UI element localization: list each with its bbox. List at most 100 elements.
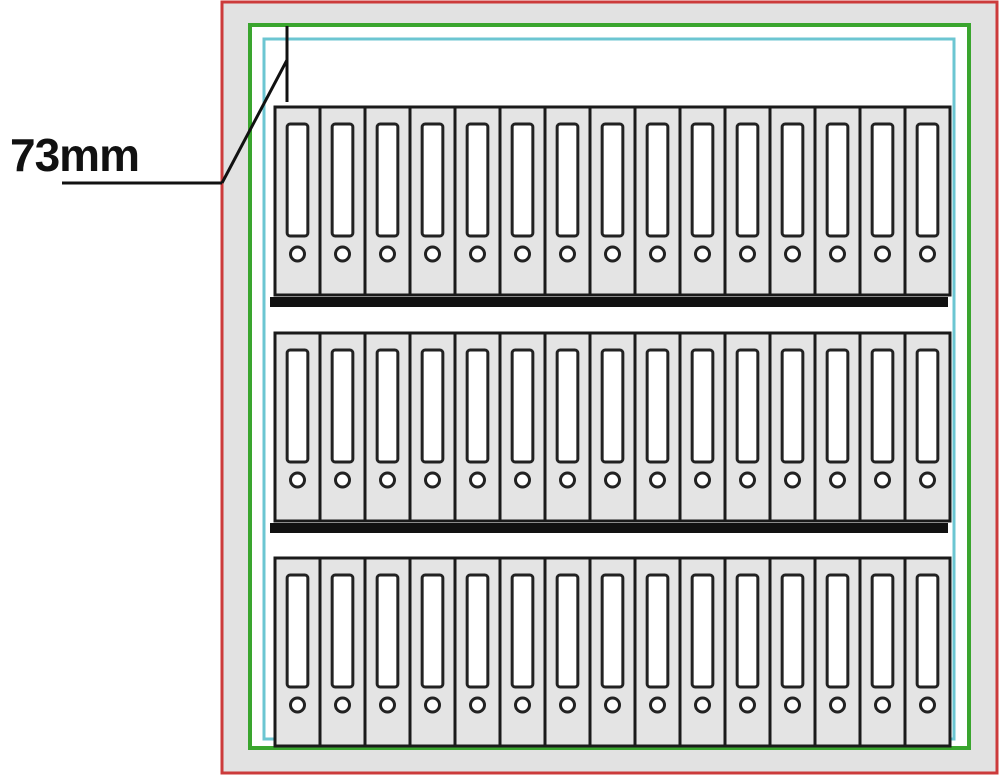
binder-label-slot: [780, 573, 805, 689]
binder-finger-hole: [379, 245, 396, 263]
binder-label-slot: [645, 122, 670, 238]
dimension-leader: [62, 26, 289, 185]
shelf: [270, 297, 948, 307]
binder-finger-hole: [784, 696, 801, 714]
binder: [498, 331, 547, 523]
binder-finger-hole: [784, 471, 801, 489]
binder: [903, 556, 952, 748]
binder-label-slot: [555, 348, 580, 464]
binder-label-slot: [825, 122, 850, 238]
binder-label-slot: [870, 348, 895, 464]
binder: [768, 556, 817, 748]
binder-finger-hole: [739, 696, 756, 714]
binder: [408, 556, 457, 748]
binder: [903, 331, 952, 523]
binder-label-slot: [600, 348, 625, 464]
binder-finger-hole: [379, 696, 396, 714]
binder-label-slot: [645, 348, 670, 464]
binder-finger-hole: [874, 245, 891, 263]
binder: [858, 556, 907, 748]
binder-label-slot: [825, 573, 850, 689]
binder-finger-hole: [334, 696, 351, 714]
dimension-label: 73mm: [10, 129, 140, 181]
binder-finger-hole: [739, 245, 756, 263]
binder-label-slot: [870, 122, 895, 238]
binder-label-slot: [915, 573, 940, 689]
binder-finger-hole: [604, 245, 621, 263]
binder-finger-hole: [649, 471, 666, 489]
binder-label-slot: [600, 122, 625, 238]
binder-finger-hole: [424, 471, 441, 489]
binder-finger-hole: [739, 471, 756, 489]
binder: [723, 105, 772, 297]
binder: [498, 105, 547, 297]
dimension-leader-diagonal: [220, 59, 289, 184]
binder-finger-hole: [289, 245, 306, 263]
binder-label-slot: [375, 122, 400, 238]
binder-label-slot: [555, 573, 580, 689]
binder: [858, 331, 907, 523]
binder: [678, 105, 727, 297]
binder-finger-hole: [289, 471, 306, 489]
binder: [768, 331, 817, 523]
binder: [453, 105, 502, 297]
binder-label-slot: [285, 573, 310, 689]
binder-label-slot: [690, 122, 715, 238]
binder-finger-hole: [514, 696, 531, 714]
binder: [633, 556, 682, 748]
binder: [273, 331, 322, 523]
binder-label-slot: [330, 122, 355, 238]
binder-finger-hole: [829, 471, 846, 489]
binder: [588, 556, 637, 748]
binder-finger-hole: [469, 245, 486, 263]
binder: [453, 331, 502, 523]
binder: [273, 105, 322, 297]
binder: [903, 105, 952, 297]
binder: [363, 105, 412, 297]
binder-label-slot: [780, 122, 805, 238]
binder: [678, 331, 727, 523]
binder: [588, 331, 637, 523]
binder-finger-hole: [694, 245, 711, 263]
binder-finger-hole: [604, 696, 621, 714]
binder-finger-hole: [649, 245, 666, 263]
binder-finger-hole: [694, 696, 711, 714]
binder-label-slot: [825, 348, 850, 464]
binder: [723, 556, 772, 748]
binder-label-slot: [690, 348, 715, 464]
binder-label-slot: [285, 348, 310, 464]
binder-label-slot: [555, 122, 580, 238]
binder-finger-hole: [334, 245, 351, 263]
binder-label-slot: [375, 348, 400, 464]
binder-label-slot: [870, 573, 895, 689]
binder-finger-hole: [649, 696, 666, 714]
binder-label-slot: [420, 573, 445, 689]
binder-finger-hole: [919, 696, 936, 714]
binder: [363, 556, 412, 748]
binder: [408, 105, 457, 297]
binder-finger-hole: [559, 696, 576, 714]
binder-finger-hole: [829, 245, 846, 263]
binder: [318, 556, 367, 748]
binder-finger-hole: [559, 245, 576, 263]
binder-label-slot: [330, 573, 355, 689]
binder-label-slot: [915, 122, 940, 238]
binder-finger-hole: [469, 471, 486, 489]
binder-finger-hole: [424, 245, 441, 263]
binder-label-slot: [285, 122, 310, 238]
shelf: [270, 523, 948, 533]
binder-label-slot: [330, 348, 355, 464]
binder-label-slot: [465, 573, 490, 689]
binder-label-slot: [510, 122, 535, 238]
binder: [318, 331, 367, 523]
binder: [813, 105, 862, 297]
binder: [408, 331, 457, 523]
binder-label-slot: [735, 348, 760, 464]
binder-label-slot: [510, 348, 535, 464]
binder-finger-hole: [784, 245, 801, 263]
binder-label-slot: [915, 348, 940, 464]
binder: [678, 556, 727, 748]
binder-label-slot: [465, 122, 490, 238]
binder-label-slot: [465, 348, 490, 464]
